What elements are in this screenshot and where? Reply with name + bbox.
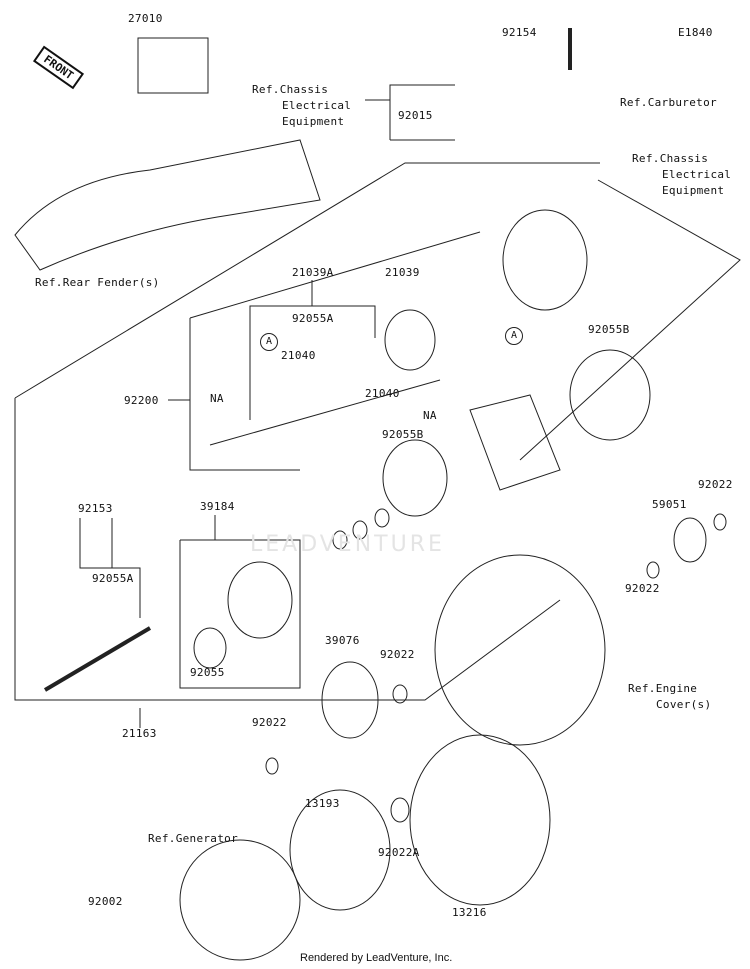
part-label[interactable]: 92022 bbox=[625, 582, 660, 595]
part-label[interactable]: 39184 bbox=[200, 500, 235, 513]
group-outline-left bbox=[14, 398, 561, 701]
footer-credit: Rendered by LeadVenture, Inc. bbox=[300, 952, 453, 964]
part-label[interactable]: 92055A bbox=[92, 572, 134, 585]
o-ring-92055 bbox=[193, 627, 227, 669]
group-outline bbox=[14, 162, 600, 399]
ref-carburetor[interactable]: Ref.Carburetor bbox=[620, 96, 717, 109]
part-label[interactable]: 92002 bbox=[88, 895, 123, 908]
part-label[interactable]: 92015 bbox=[398, 109, 433, 122]
starter-flange-39184 bbox=[227, 561, 293, 639]
ref-rear-fender[interactable]: Ref.Rear Fender(s) bbox=[35, 276, 160, 289]
callout-a: A bbox=[505, 327, 523, 345]
rear-fender bbox=[14, 139, 321, 271]
idle-gear-39076 bbox=[321, 661, 379, 739]
clutch-13193 bbox=[289, 789, 391, 911]
part-label[interactable]: 92200 bbox=[124, 394, 159, 407]
part-label[interactable]: 92022A bbox=[378, 846, 420, 859]
part-label[interactable]: 59051 bbox=[652, 498, 687, 511]
ref-engine-cover[interactable]: Cover(s) bbox=[656, 698, 712, 711]
relay-27010 bbox=[137, 37, 209, 94]
group-outline-right bbox=[519, 179, 741, 461]
box-92200 bbox=[189, 318, 300, 471]
part-label[interactable]: 92055 bbox=[190, 666, 225, 679]
brush-holder-21039 bbox=[384, 309, 436, 371]
part-label[interactable]: 92055A bbox=[292, 312, 334, 325]
starter-motor bbox=[469, 394, 561, 491]
gear-59051 bbox=[673, 517, 707, 563]
starter-cover bbox=[502, 209, 588, 311]
part-label[interactable]: 92055B bbox=[588, 323, 630, 336]
part-label[interactable]: 92154 bbox=[502, 26, 537, 39]
part-label[interactable]: 92022 bbox=[252, 716, 287, 729]
part-label[interactable]: NA bbox=[423, 409, 437, 422]
bolt-21163 bbox=[43, 626, 152, 692]
watermark: LEADVENTURE bbox=[250, 532, 445, 557]
ref-chassis-right[interactable]: Electrical bbox=[662, 168, 732, 181]
engine-cover bbox=[434, 554, 606, 746]
generator-rotor bbox=[179, 839, 301, 961]
part-label[interactable]: 21040 bbox=[281, 349, 316, 362]
callout-a: A bbox=[260, 333, 278, 351]
part-label[interactable]: 27010 bbox=[128, 12, 163, 25]
part-label[interactable]: 21039 bbox=[385, 266, 420, 279]
part-label[interactable]: NA bbox=[210, 392, 224, 405]
part-label[interactable]: 13216 bbox=[452, 906, 487, 919]
o-ring-92055B bbox=[569, 349, 651, 441]
ref-generator[interactable]: Ref.Generator bbox=[148, 832, 238, 845]
part-label[interactable]: 21039A bbox=[292, 266, 334, 279]
part-label[interactable]: 21163 bbox=[122, 727, 157, 740]
part-label[interactable]: 92022 bbox=[698, 478, 733, 491]
ref-chassis-top[interactable]: Electrical bbox=[282, 99, 352, 112]
o-ring-92055B-center bbox=[382, 439, 448, 517]
ref-engine-cover[interactable]: Ref.Engine bbox=[628, 682, 698, 695]
ref-chassis-top[interactable]: Ref.Chassis bbox=[252, 83, 329, 96]
diagram-code: E1840 bbox=[678, 26, 713, 39]
part-label[interactable]: 92153 bbox=[78, 502, 113, 515]
part-label[interactable]: 39076 bbox=[325, 634, 360, 647]
part-label[interactable]: 92022 bbox=[380, 648, 415, 661]
part-label[interactable]: 21040 bbox=[365, 387, 400, 400]
starter-gear-13216 bbox=[409, 734, 551, 906]
part-label[interactable]: 13193 bbox=[305, 797, 340, 810]
ref-chassis-right[interactable]: Ref.Chassis bbox=[632, 152, 709, 165]
ref-chassis-right[interactable]: Equipment bbox=[662, 184, 725, 197]
ref-chassis-top[interactable]: Equipment bbox=[282, 115, 345, 128]
part-label[interactable]: 92055B bbox=[382, 428, 424, 441]
